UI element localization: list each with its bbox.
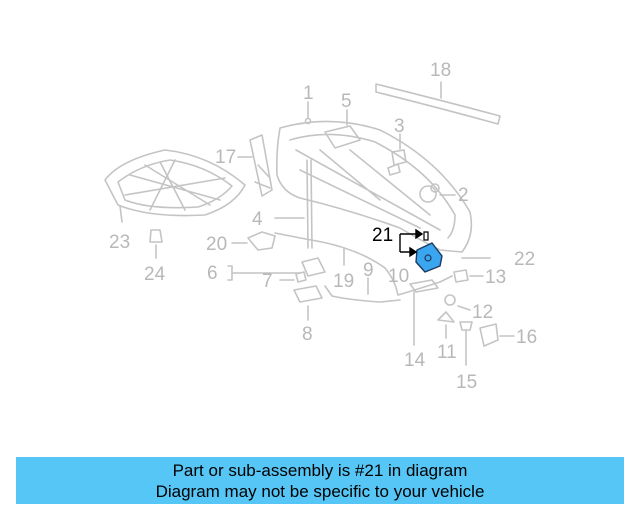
callout-22: 22 xyxy=(514,249,535,270)
part-12-nut xyxy=(444,294,471,311)
callout-15: 15 xyxy=(456,372,477,393)
callout-13: 13 xyxy=(485,267,506,288)
callout-21: 21 xyxy=(372,225,393,246)
part-21-highlighted-latch[interactable] xyxy=(415,231,443,273)
callout-20: 20 xyxy=(206,234,227,255)
part-16-cover xyxy=(479,323,515,347)
callout-16: 16 xyxy=(516,327,537,348)
parts-diagram: 1 2 3 4 5 6 7 8 9 10 11 12 13 14 15 16 1… xyxy=(104,60,537,393)
callout-23: 23 xyxy=(109,232,130,253)
callout-9: 9 xyxy=(363,260,374,281)
part-5-striker xyxy=(324,109,361,149)
part-13-retainer xyxy=(453,269,484,283)
part-17-hinge xyxy=(237,134,273,197)
callout-10: 10 xyxy=(388,266,409,287)
callout-numbers: 1 2 3 4 5 6 7 8 9 10 11 12 13 14 15 16 1… xyxy=(109,60,537,393)
callout-7: 7 xyxy=(262,271,273,292)
callout-1: 1 xyxy=(303,83,314,104)
callout-18: 18 xyxy=(430,60,451,81)
part-10-14-bracket xyxy=(409,279,439,346)
callout-19: 19 xyxy=(333,271,354,292)
callout-14: 14 xyxy=(404,350,426,371)
part-20-bracket xyxy=(231,231,276,251)
callout-2: 2 xyxy=(458,185,469,206)
callout-24: 24 xyxy=(144,264,166,285)
callout-8: 8 xyxy=(302,324,313,345)
callout-3: 3 xyxy=(394,116,405,137)
part-2-grommet xyxy=(419,183,456,203)
part-4-support-strut xyxy=(274,159,313,249)
callout-17: 17 xyxy=(215,147,236,168)
part-11-clip xyxy=(437,311,455,339)
part-24-bumper xyxy=(149,229,163,259)
info-banner: Part or sub-assembly is #21 in diagram D… xyxy=(16,457,624,504)
part-19-release-cable xyxy=(274,232,453,303)
callout-6: 6 xyxy=(207,263,218,284)
part-18-seal xyxy=(375,81,501,125)
callout-4: 4 xyxy=(252,209,263,230)
callout-12: 12 xyxy=(472,302,493,323)
callout-11: 11 xyxy=(437,342,457,363)
part-23-insulator-pad xyxy=(104,149,246,223)
part-6-7-clips xyxy=(227,257,326,283)
banner-line-disclaimer: Diagram may not be specific to your vehi… xyxy=(155,481,485,501)
callout-5: 5 xyxy=(341,91,352,112)
callout-21-leader xyxy=(399,228,424,258)
part-15-pin xyxy=(459,321,473,366)
part-3-bump-stop xyxy=(387,133,407,176)
part-1-hood-panel xyxy=(276,101,473,253)
banner-line-part-number: Part or sub-assembly is #21 in diagram xyxy=(172,460,468,480)
part-8-release-handle xyxy=(293,285,323,321)
